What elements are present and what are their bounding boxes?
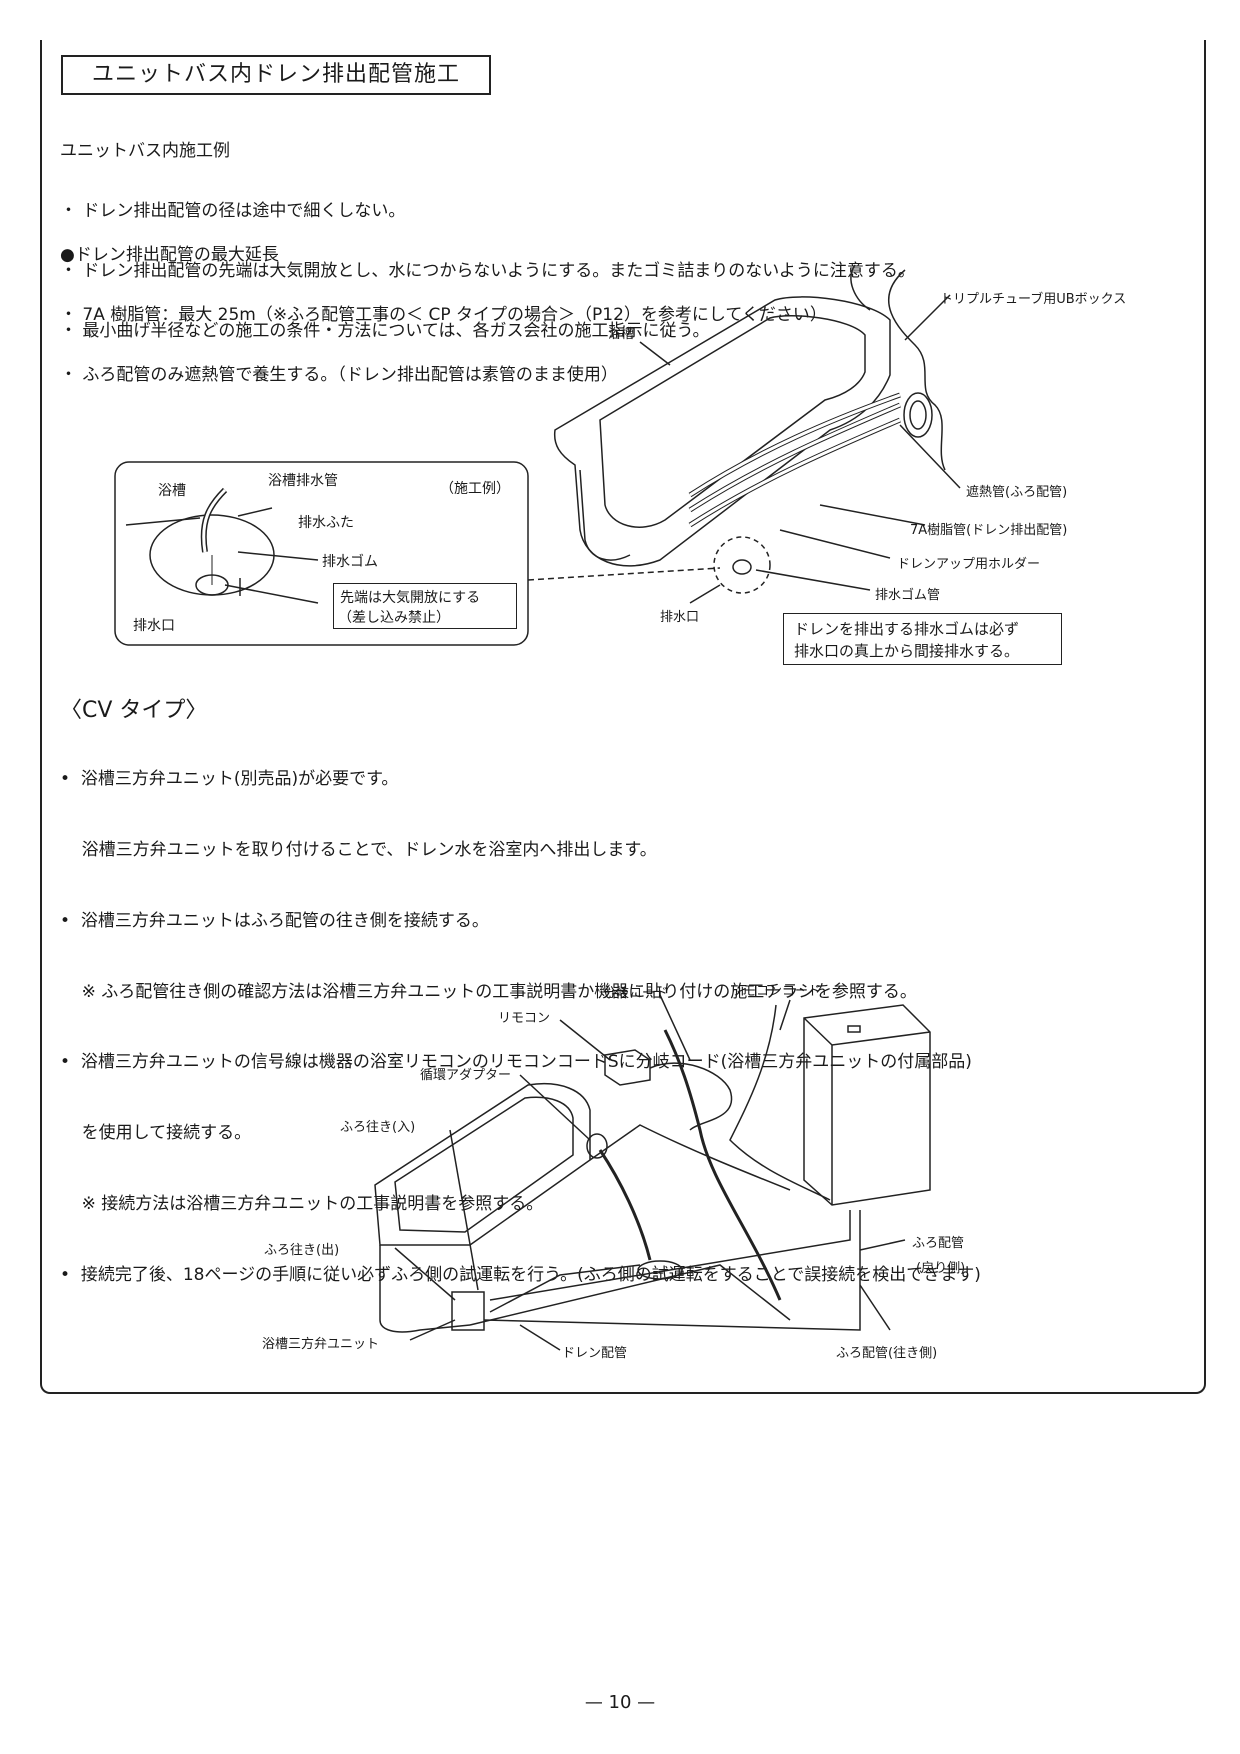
inset-drain-pipe-label: 浴槽排水管 [268,473,338,489]
intro-bullet: ・ 最小曲げ半径などの施工の条件・方法については、各ガス会社の施工指示に従う。 [60,321,710,341]
inset-drain-outlet-label: 排水口 [133,618,175,634]
page-number: — 10 — [584,1692,656,1713]
drain-pipe-label: ドレン配管 [562,1346,628,1361]
valve-unit-label: 浴槽三方弁ユニット [262,1337,380,1352]
cv-line: • 浴槽三方弁ユニットの信号線は機器の浴室リモコンのリモコンコードSに分岐コード… [60,1052,972,1073]
cv-heading: 〈CV タイプ〉 [60,698,208,723]
bath-in-label: ふろ往き(入) [340,1120,416,1135]
remote-label: リモコン [498,1011,551,1026]
inset-note-box: 先端は大気開放にする （差し込み禁止） [333,583,517,629]
max-length-bullet: ・ 7A 樹脂管：最大 25m（※ふろ配管工事の＜ CP タイプの場合＞（P12… [60,305,827,325]
supply-pipe-label: ふろ配管(往き側) [836,1346,938,1361]
cv-line: • 接続完了後、18ページの手順に従い必ずふろ側の試運転を行う。(ふろ側の試運転… [60,1264,981,1285]
bathtub-label: 浴槽 [608,327,635,342]
callout-line2: 排水口の真上から間接排水する。 [794,642,1020,660]
resin-pipe-label: 7A樹脂管(ドレン排出配管) [910,523,1068,538]
insulated-pipe-label: 遮熱管(ふろ配管) [966,485,1068,500]
outlet-label: 排水口 [660,610,700,625]
max-length-heading: ●ドレン排出配管の最大延長 [60,245,279,265]
max-length-bullet: ・ ふろ配管のみ遮熱管で養生する。（ドレン排出配管は素管のまま使用） [60,365,618,385]
intro-heading: ユニットバス内施工例 [60,141,230,161]
ub-box-label: トリプルチューブ用UBボックス [940,292,1127,307]
cv-line: • 浴槽三方弁ユニットはふろ配管の往き側を接続する。 [60,910,489,931]
inset-note-line2: （差し込み禁止） [338,610,450,626]
return-pipe-label1: ふろ配管 [912,1236,965,1251]
callout-box: ドレンを排出する排水ゴムは必ず 排水口の真上から間接排水する。 [783,613,1062,665]
section-title: ユニットバス内ドレン排出配管施工 [61,55,491,95]
rubber-pipe-label: 排水ゴム管 [875,588,941,603]
inset-note-line1: 先端は大気開放にする [340,590,481,606]
inset-drain-cover-label: 排水ふた [298,515,354,531]
max-length-block: ●ドレン排出配管の最大延長 ・ 7A 樹脂管：最大 25m（※ふろ配管工事の＜ … [60,205,827,405]
cv-line: • 浴槽三方弁ユニット(別売品)が必要です。 [60,769,399,790]
callout-line1: ドレンを排出する排水ゴムは必ず [794,620,1020,638]
cv-line: ※ 接続方法は浴槽三方弁ユニットの工事説明書を参照する。 [60,1193,544,1214]
bath-out-label: ふろ往き(出) [264,1243,340,1258]
intro-bullet: ・ ドレン排出配管の先端は大気開放とし、水につからないようにする。またゴミ詰まり… [60,261,915,281]
intro-bullet: ・ ドレン排出配管の径は途中で細くしない。 [60,201,406,221]
remote-cord-label: リモコンコード [730,984,822,999]
adapter-label: 循環アダプター [420,1068,512,1083]
cv-line: を使用して接続する。 [60,1123,252,1144]
inset-drain-rubber-label: 排水ゴム [322,554,378,570]
inset-title: （施工例） [440,481,510,497]
intro-block: ユニットバス内施工例 ・ ドレン排出配管の径は途中で細くしない。 ・ ドレン排出… [60,101,915,361]
return-pipe-label2: (戻り側) [916,1261,966,1276]
branch-cord-label: 分岐コード [603,986,669,1001]
cv-line: 浴槽三方弁ユニットを取り付けることで、ドレン水を浴室内へ排出します。 [60,839,657,860]
content-frame [40,40,1206,1394]
inset-bathtub-label: 浴槽 [158,483,186,499]
holder-label: ドレンアップ用ホルダー [897,557,1041,572]
cv-line: ※ ふろ配管往き側の確認方法は浴槽三方弁ユニットの工事説明書か機器に貼り付けの施… [60,981,917,1002]
